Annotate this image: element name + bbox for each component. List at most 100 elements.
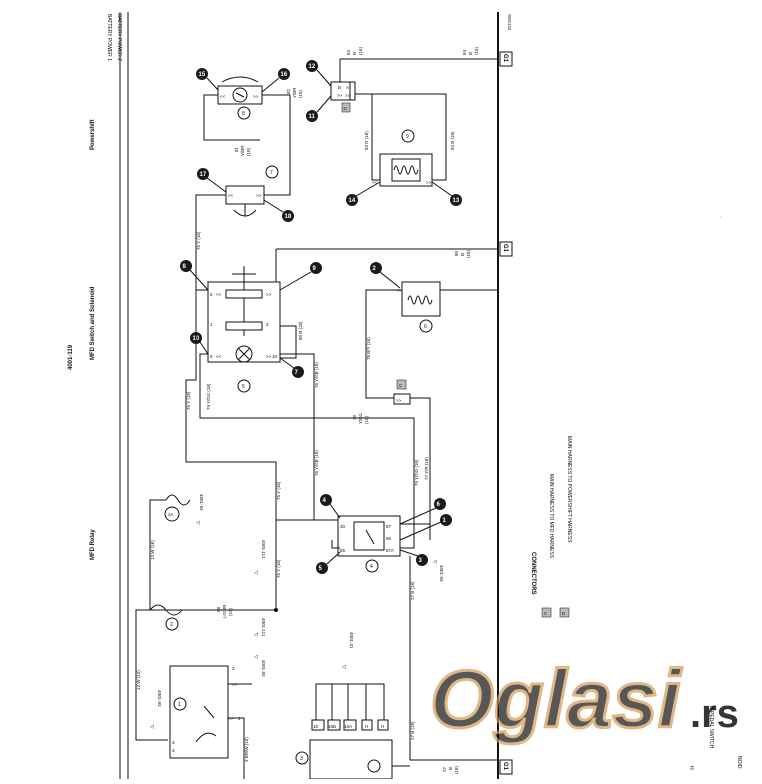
svg-text:76 Y/DB (18): 76 Y/DB (18) bbox=[314, 450, 319, 476]
svg-text:80 B (18): 80 B (18) bbox=[298, 321, 303, 340]
fuse-2: 2 bbox=[149, 604, 183, 631]
svg-text:3: 3 bbox=[300, 756, 303, 762]
wire-77yr bbox=[410, 397, 431, 540]
svg-text:Y/DG: Y/DG bbox=[358, 412, 363, 424]
svg-text:13: 13 bbox=[453, 198, 460, 204]
section-mfd-relay: MFD Relay bbox=[90, 529, 96, 560]
svg-text:7: 7 bbox=[270, 170, 273, 176]
svg-text:86: 86 bbox=[386, 536, 392, 541]
svg-text:◁: ◁ bbox=[254, 570, 258, 576]
svg-text:79 Y/DG (18): 79 Y/DG (18) bbox=[206, 383, 211, 410]
svg-text:84 B (18): 84 B (18) bbox=[450, 131, 455, 150]
svg-text:◁: ◁ bbox=[342, 664, 346, 670]
badge-16: 16 bbox=[278, 68, 290, 80]
badge-2: 2 bbox=[370, 262, 382, 274]
svg-text:30: 30 bbox=[340, 524, 346, 529]
ground-tag-mid: G1 bbox=[499, 241, 513, 257]
svg-text:75 Y (16): 75 Y (16) bbox=[276, 559, 281, 578]
wire-83r bbox=[371, 126, 380, 181]
component-7-switch: << >> 7 bbox=[225, 165, 279, 217]
svg-text:13 W (12): 13 W (12) bbox=[136, 670, 141, 690]
component-5-mfd-switch: 5 << >> 1 2 9 << >> 10 5 bbox=[207, 266, 281, 393]
svg-text:8: 8 bbox=[242, 111, 245, 117]
svg-text:75 Y (16): 75 Y (16) bbox=[196, 231, 201, 250]
svg-text:16: 16 bbox=[281, 72, 288, 78]
watermark-text: Oglasi bbox=[430, 654, 683, 745]
wire-13w-16 bbox=[149, 499, 166, 610]
svg-text:>>: >> bbox=[345, 93, 351, 98]
wire-75y-main bbox=[185, 289, 340, 521]
svg-text:83 R (18): 83 R (18) bbox=[364, 131, 369, 150]
svg-text:2: 2 bbox=[170, 622, 173, 628]
badge-11: 11 bbox=[306, 110, 318, 122]
badge-18: 18 bbox=[282, 210, 294, 222]
svg-text:16B: 16B bbox=[328, 724, 336, 729]
watermark-suffix: .rs bbox=[690, 692, 739, 736]
svg-text:Y/BR: Y/BR bbox=[240, 145, 245, 156]
svg-text:3: 3 bbox=[172, 740, 175, 745]
wire-68 bbox=[150, 520, 277, 611]
svg-text:B: B bbox=[460, 253, 465, 256]
svg-text:5: 5 bbox=[242, 384, 245, 390]
svg-text:·: · bbox=[720, 214, 722, 219]
bottom-text-1: H bbox=[688, 766, 694, 770]
badge-9: 9 bbox=[310, 262, 322, 274]
wire-80b-inner bbox=[280, 325, 297, 359]
wire-76ydb bbox=[280, 353, 340, 521]
legend-item-d: MAIN HARNESS TO POWERSHIFT HARNESS bbox=[566, 436, 572, 543]
badge-7: 7 bbox=[292, 366, 304, 378]
svg-text:>>: >> bbox=[337, 93, 343, 98]
svg-text:80: 80 bbox=[454, 250, 459, 256]
wire-27b bbox=[409, 556, 498, 761]
svg-text:5: 5 bbox=[210, 292, 213, 297]
battery-power-1-label: BATTERY POWER 1 bbox=[106, 14, 112, 61]
svg-text:17: 17 bbox=[200, 172, 207, 178]
svg-text:18: 18 bbox=[285, 214, 292, 220]
svg-text:6: 6 bbox=[424, 324, 427, 330]
badge-4: 4 bbox=[320, 494, 332, 506]
section-powershift: Powershift bbox=[90, 119, 96, 150]
badge-15: 15 bbox=[196, 68, 208, 80]
svg-text:6: 6 bbox=[437, 502, 441, 508]
section-mfd-switch-solenoid: MFD Switch and Solenoid bbox=[90, 286, 96, 360]
svg-text:4: 4 bbox=[370, 564, 373, 570]
svg-text:16: 16 bbox=[313, 724, 319, 729]
svg-text:16A: 16A bbox=[344, 724, 352, 729]
bottom-text-3: NOID bbox=[736, 756, 742, 769]
svg-text:◁: ◁ bbox=[254, 654, 258, 660]
svg-text:4001-93: 4001-93 bbox=[157, 690, 162, 707]
svg-text:>>: >> bbox=[266, 292, 272, 297]
svg-text:78 B/Y (16): 78 B/Y (16) bbox=[366, 337, 371, 360]
component-1: 1 3 3 2 >> >> 1 bbox=[169, 665, 241, 759]
svg-text:13 W (16): 13 W (16) bbox=[150, 540, 155, 560]
svg-text:◁: ◁ bbox=[433, 559, 437, 565]
svg-text:C: C bbox=[544, 611, 548, 616]
svg-text:8: 8 bbox=[183, 264, 187, 270]
bottom-text-2: H PEDAL SWITCH bbox=[708, 706, 714, 749]
page-number: 4001-119 bbox=[68, 344, 74, 370]
svg-text:>>: >> bbox=[426, 180, 432, 185]
svg-text:>>: >> bbox=[266, 354, 272, 359]
svg-text:2: 2 bbox=[232, 666, 235, 671]
svg-text:<<: << bbox=[220, 94, 226, 99]
svg-text:2: 2 bbox=[373, 266, 377, 272]
svg-text:14: 14 bbox=[349, 198, 356, 204]
svg-text:<<: << bbox=[216, 354, 222, 359]
svg-text:1: 1 bbox=[178, 702, 181, 708]
connector-d: B A >> >> D bbox=[330, 81, 356, 113]
fuse-2a: 2A bbox=[164, 494, 191, 522]
component-4-relay: 30 87 85 86 87A 4 bbox=[337, 515, 401, 573]
svg-text:77 Y/R (18): 77 Y/R (18) bbox=[424, 457, 429, 480]
svg-text:1: 1 bbox=[443, 518, 447, 524]
wire-78by bbox=[365, 289, 402, 399]
badge-13: 13 bbox=[450, 194, 462, 206]
svg-text:(16): (16) bbox=[298, 89, 303, 98]
svg-text:D: D bbox=[562, 611, 566, 616]
svg-text:4: 4 bbox=[323, 498, 327, 504]
svg-text:1: 1 bbox=[210, 322, 213, 327]
connector-d-key: D bbox=[344, 106, 348, 111]
wire-84-label-e: B bbox=[468, 52, 473, 55]
svg-text:◁: ◁ bbox=[254, 632, 258, 638]
wire-84-label-b: B bbox=[352, 52, 357, 55]
svg-text:81: 81 bbox=[234, 146, 239, 152]
